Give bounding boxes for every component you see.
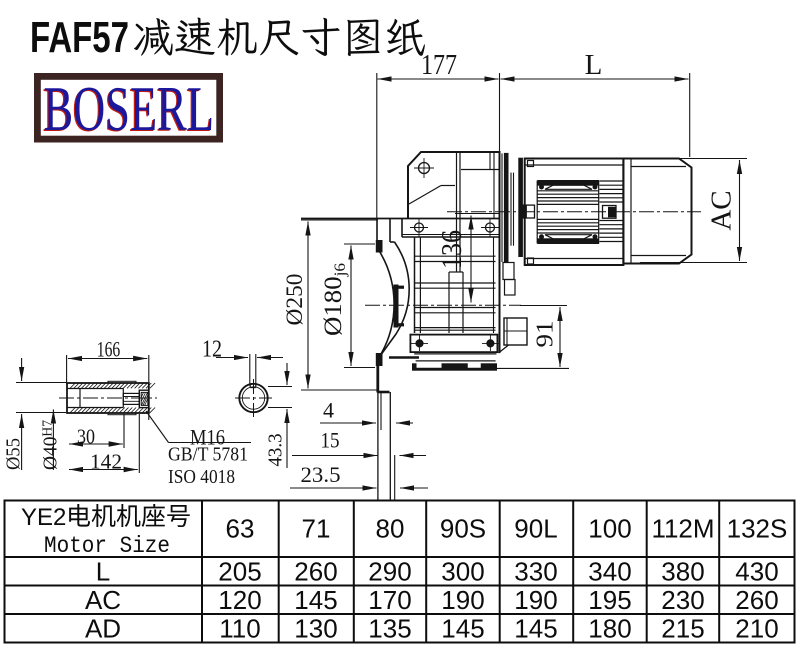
svg-text:112M: 112M [651,514,714,544]
svg-text:71: 71 [302,514,331,544]
svg-text:132S: 132S [727,514,788,544]
svg-text:Motor Size: Motor Size [44,533,170,559]
svg-text:FAF57: FAF57 [30,13,129,62]
svg-text:4: 4 [323,398,334,423]
svg-text:135: 135 [368,614,411,644]
svg-text:BOSERL: BOSERL [42,74,213,145]
svg-text:90S: 90S [440,514,486,544]
svg-text:170: 170 [368,585,411,615]
svg-text:90L: 90L [514,514,557,544]
svg-text:YE2: YE2 [21,504,66,531]
svg-text:63: 63 [226,514,255,544]
svg-text:260: 260 [735,585,778,615]
svg-text:290: 290 [368,557,411,587]
svg-text:210: 210 [735,614,778,644]
svg-text:AD: AD [85,614,121,644]
svg-text:100: 100 [588,514,631,544]
svg-text:215: 215 [661,614,704,644]
svg-text:L: L [585,49,603,81]
svg-text:AC: AC [706,190,738,230]
svg-text:145: 145 [514,614,557,644]
svg-text:ISO 4018: ISO 4018 [168,466,235,488]
svg-text:166: 166 [97,337,121,362]
svg-text:AC: AC [85,585,121,615]
svg-text:136: 136 [437,230,468,269]
svg-text:340: 340 [588,557,631,587]
svg-text:130: 130 [294,614,337,644]
svg-text:230: 230 [661,585,704,615]
svg-text:300: 300 [441,557,484,587]
svg-text:30: 30 [77,425,95,449]
svg-text:330: 330 [514,557,557,587]
svg-text:Ø250: Ø250 [282,274,307,326]
svg-text:GB/T 5781: GB/T 5781 [168,444,248,466]
svg-text:BOSERL: BOSERL [44,73,215,144]
svg-text:180: 180 [588,614,631,644]
svg-text:M16: M16 [190,425,225,450]
svg-text:43.3: 43.3 [266,434,287,467]
svg-text:120: 120 [218,585,261,615]
svg-text:91: 91 [533,321,559,348]
svg-text:L: L [96,557,110,587]
svg-text:23.5: 23.5 [301,462,341,487]
svg-text:190: 190 [514,585,557,615]
svg-text:80: 80 [376,514,405,544]
svg-text:Ø55: Ø55 [3,438,25,470]
svg-text:145: 145 [441,614,484,644]
svg-text:205: 205 [218,557,261,587]
svg-text:195: 195 [588,585,631,615]
svg-text:177: 177 [421,49,457,81]
svg-text:145: 145 [294,585,337,615]
svg-text:12: 12 [202,337,222,363]
svg-text:15: 15 [321,428,340,453]
svg-text:430: 430 [735,557,778,587]
svg-text:260: 260 [294,557,337,587]
svg-text:190: 190 [441,585,484,615]
svg-text:142: 142 [90,450,122,474]
svg-text:110: 110 [219,614,260,644]
svg-text:380: 380 [661,557,704,587]
